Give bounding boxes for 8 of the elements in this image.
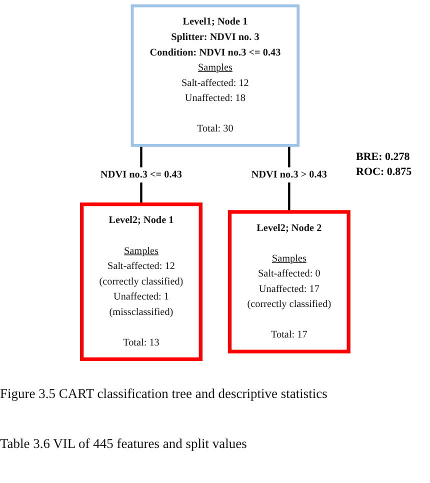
edge-label: NDVI no.3 <= 0.43 bbox=[100, 169, 182, 180]
node-box: Level2; Node 1 Samples Salt-affected: 12 (correctly classified) Unaffected: 1 (missclassified) Total: 13 bbox=[80, 202, 202, 361]
node-box: Level2; Node 2 Samples Salt-affected: 0 Unaffected: 17 (correctly classified) Total: 17 bbox=[228, 210, 350, 354]
edge-label: NDVI no.3 > 0.43 bbox=[251, 169, 327, 180]
metric-note: BRE: 0.278 ROC: 0.875 bbox=[356, 150, 413, 180]
table-caption: Table 3.6 VIL of 445 features and split values bbox=[0, 436, 247, 452]
figure-caption: Figure 3.5 CART classification tree and descriptive statistics bbox=[0, 386, 328, 402]
node-box: Level1; Node 1 Splitter: NDVI no. 3 Condition: NDVI no.3 <= 0.43 Samples Salt-affected: 12 Unaffected: 18 Total: 30 bbox=[130, 4, 300, 147]
